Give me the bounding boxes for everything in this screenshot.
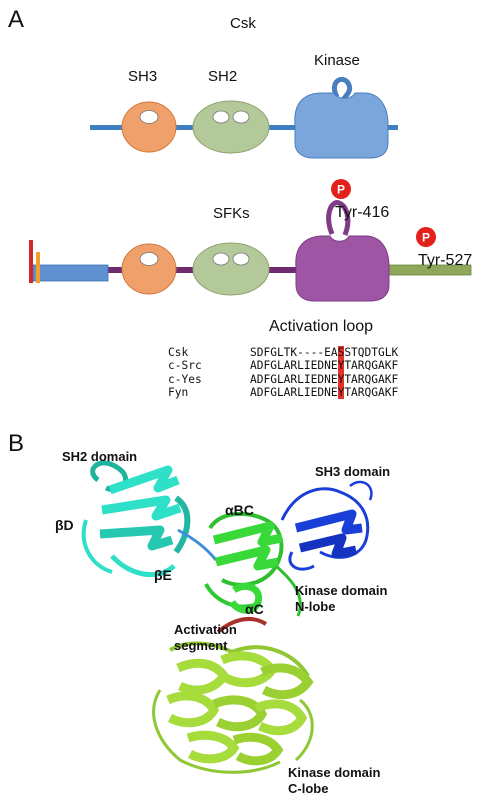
- sfk-n-terminal-segment: [32, 264, 109, 282]
- sfk-myristoyl-orange: [36, 252, 40, 283]
- activation-segment-label-line2: segment: [174, 638, 228, 653]
- tyr-527-label: Tyr-527: [418, 252, 473, 269]
- phospho-badge-416-label: P: [337, 183, 345, 197]
- alignment-name: c-Yes: [168, 372, 202, 386]
- sh2-domain-label: SH2 domain: [62, 449, 138, 464]
- csk-sh2-pocket-2: [232, 110, 250, 124]
- kinase-c-lobe-label-line2: C-lobe: [288, 781, 329, 796]
- csk-kinase-loop: [332, 76, 353, 102]
- alignment-name: c-Src: [168, 359, 202, 373]
- phospho-badge-527: [416, 227, 436, 247]
- alignment-name: Csk: [168, 346, 189, 359]
- csk-kinase-label: Kinase: [314, 52, 360, 69]
- sfk-myristoyl-red: [29, 240, 33, 283]
- alignment-seq-post: TARQGAKF: [344, 359, 399, 373]
- alignment-highlight-residue: Y: [337, 372, 345, 386]
- sfk-sh3-domain: [121, 243, 177, 295]
- alignment-highlight-residue: Y: [337, 385, 345, 400]
- sh2-domain-structure: [81, 460, 218, 578]
- kinase-n-lobe-label-line2: N-lobe: [295, 599, 336, 614]
- kinase-c-lobe-label-line1: Kinase domain: [288, 765, 381, 780]
- activation-loop-title: Activation loop: [269, 318, 374, 335]
- phospho-badge-527-label: P: [422, 231, 430, 245]
- alignment-seq-pre: ADFGLARLIEDNE: [250, 359, 338, 373]
- csk-sh2-pocket-1: [212, 110, 230, 124]
- alignment-highlight-residue: Y: [337, 359, 345, 373]
- alignment-seq-post: STQDTGLK: [344, 346, 399, 359]
- activation-segment-label-line1: Activation: [174, 622, 237, 637]
- csk-sh3-label: SH3: [128, 68, 158, 85]
- alignment-seq-post: TARQGAKF: [344, 385, 399, 399]
- activation-segment-structure: [216, 616, 268, 634]
- csk-sh3-domain: [121, 101, 177, 153]
- panel-b-label: B: [8, 430, 25, 457]
- alpha-bc-label: αBC: [225, 502, 254, 518]
- sfk-sh2-pocket-1: [212, 252, 230, 266]
- beta-d-label: βD: [55, 517, 74, 533]
- sfk-sh2-pocket-2: [232, 252, 250, 266]
- alignment-seq-pre: SDFGLTK----EA: [250, 346, 338, 359]
- sfk-kinase-domain: [295, 235, 390, 302]
- kinase-c-lobe-structure: [152, 641, 314, 774]
- tyr-416-label: Tyr-416: [335, 204, 390, 221]
- alignment-seq-pre: ADFGLARLIEDNE: [250, 385, 338, 399]
- sfks-title: SFKs: [213, 205, 250, 222]
- alpha-c-label: αC: [245, 601, 264, 617]
- alignment-highlight-residue: S: [337, 346, 345, 360]
- alignment-name: Fyn: [168, 385, 189, 399]
- sh3-domain-label: SH3 domain: [315, 464, 391, 479]
- csk-title: Csk: [230, 15, 256, 32]
- phospho-badge-416: [331, 179, 351, 199]
- alignment-seq-post: TARQGAKF: [344, 372, 399, 386]
- csk-sh2-label: SH2: [208, 68, 238, 85]
- csk-sh3-pocket: [139, 110, 159, 124]
- beta-e-label: βE: [154, 567, 172, 583]
- sfk-sh3-pocket: [139, 252, 159, 266]
- kinase-n-lobe-structure: [204, 511, 302, 617]
- kinase-n-lobe-label-line1: Kinase domain: [295, 583, 388, 598]
- sh3-domain-structure: [280, 480, 373, 571]
- sfk-activation-loop: [326, 200, 351, 236]
- csk-sh2-domain: [192, 100, 270, 154]
- panel-a-label: A: [8, 6, 25, 33]
- csk-kinase-domain: [294, 92, 389, 159]
- sfk-sh2-domain: [192, 242, 270, 296]
- alignment-seq-pre: ADFGLARLIEDNE: [250, 372, 338, 386]
